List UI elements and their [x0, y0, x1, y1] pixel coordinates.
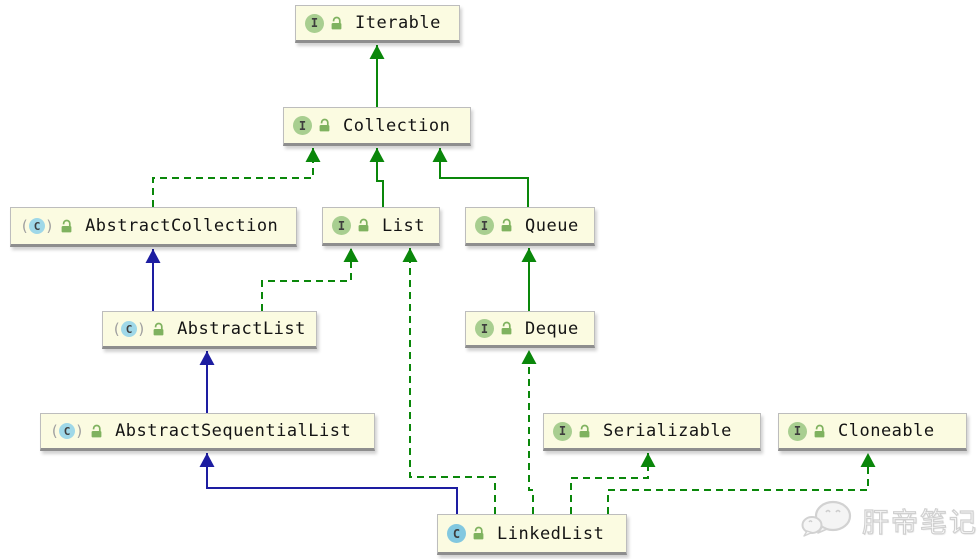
unlocked-padlock-icon: [577, 424, 592, 439]
node-label: AbstractList: [177, 319, 306, 339]
node-abstract-list[interactable]: (C) AbstractList: [102, 311, 317, 349]
node-iterable[interactable]: I Iterable: [295, 5, 460, 43]
node-list[interactable]: I List: [322, 207, 440, 246]
node-deque[interactable]: I Deque: [465, 311, 595, 348]
arrowhead-up: [369, 148, 385, 162]
arrowhead-up: [521, 248, 537, 262]
edge-abstract-list-to-list: [261, 248, 359, 311]
interface-icon: I: [475, 216, 494, 235]
node-abstract-sequential-list[interactable]: (C) AbstractSequentialList: [40, 413, 375, 451]
node-label: List: [382, 215, 425, 236]
edge-queue-to-collection: [432, 148, 529, 207]
class-icon: C: [447, 524, 466, 543]
interface-icon: I: [305, 13, 324, 33]
node-label: AbstractSequentialList: [115, 421, 352, 441]
node-label: LinkedList: [497, 523, 605, 544]
unlocked-padlock-icon: [471, 526, 486, 541]
interface-icon: I: [553, 421, 572, 441]
interface-icon: I: [788, 421, 807, 441]
node-serializable[interactable]: I Serializable: [543, 413, 761, 451]
abstract-class-icon: (C): [50, 421, 85, 440]
edge-linked-list-to-abstract-sequential-list: [199, 453, 458, 514]
edge-list-to-collection: [369, 148, 385, 207]
edge-abstract-sequential-list-to-abstract-list: [199, 351, 215, 413]
watermark: 肝帝笔记: [800, 494, 978, 546]
node-abstract-collection[interactable]: (C) AbstractCollection: [10, 207, 297, 247]
edge-abstract-collection-to-collection: [152, 148, 321, 207]
node-label: Collection: [343, 115, 451, 136]
watermark-text: 肝帝笔记: [861, 507, 978, 539]
abstract-class-icon: (C): [112, 319, 147, 338]
wechat-icon: [801, 500, 852, 537]
node-linked-list[interactable]: C LinkedList: [437, 514, 627, 555]
unlocked-padlock-icon: [356, 218, 371, 233]
unlocked-padlock-icon: [812, 424, 827, 439]
node-label: AbstractCollection: [85, 216, 279, 236]
unlocked-padlock-icon: [317, 118, 332, 133]
node-label: Serializable: [603, 421, 732, 441]
arrowhead-up: [640, 453, 656, 467]
edge-abstract-list-to-abstract-collection: [145, 249, 161, 311]
node-label: Deque: [525, 318, 579, 339]
edge-linked-list-to-cloneable: [607, 453, 876, 514]
interface-icon: I: [332, 216, 351, 235]
node-label: Cloneable: [838, 421, 935, 441]
edge-linked-list-to-list: [402, 248, 496, 514]
unlocked-padlock-icon: [151, 322, 166, 337]
arrowhead-up: [402, 248, 418, 262]
arrowhead-up: [343, 248, 359, 262]
arrowhead-up: [860, 453, 876, 467]
node-collection[interactable]: I Collection: [283, 107, 471, 146]
arrowhead-up: [305, 148, 321, 162]
arrowhead-up: [521, 350, 537, 364]
arrowhead-up: [199, 453, 215, 467]
interface-icon: I: [475, 319, 494, 338]
node-queue[interactable]: I Queue: [465, 207, 595, 246]
abstract-class-icon: (C): [20, 216, 55, 235]
node-cloneable[interactable]: I Cloneable: [778, 413, 967, 451]
unlocked-padlock-icon: [499, 218, 514, 233]
node-label: Queue: [525, 215, 579, 236]
unlocked-padlock-icon: [59, 219, 74, 234]
interface-icon: I: [293, 116, 312, 135]
arrowhead-up: [199, 351, 215, 365]
node-label: Iterable: [355, 13, 441, 33]
unlocked-padlock-icon: [329, 16, 344, 31]
edge-linked-list-to-deque: [521, 350, 537, 514]
arrowhead-up: [145, 249, 161, 263]
arrowhead-up: [432, 148, 448, 162]
edge-collection-to-iterable: [369, 45, 385, 107]
arrowhead-up: [369, 45, 385, 59]
edge-linked-list-to-serializable: [570, 453, 656, 514]
unlocked-padlock-icon: [89, 424, 104, 439]
edge-deque-to-queue: [521, 248, 537, 311]
unlocked-padlock-icon: [499, 321, 514, 336]
